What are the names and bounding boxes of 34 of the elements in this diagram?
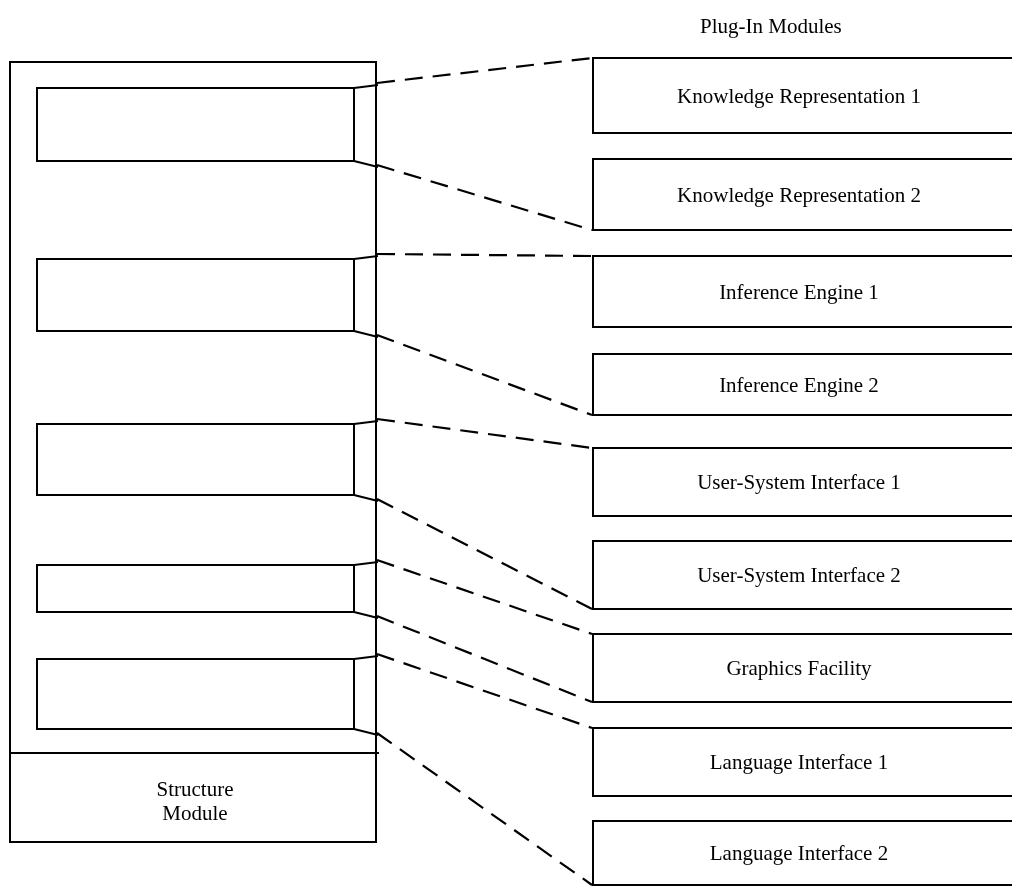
module-name: Language Interface 1 [709, 750, 889, 774]
module-box [592, 447, 1012, 517]
module-box [592, 158, 1012, 231]
module-name: User-System Interface 1 [697, 470, 901, 494]
module-name: Inference Engine 1 [719, 279, 879, 304]
module-name: Language Interface 2 [709, 841, 889, 865]
module-slot [36, 255, 379, 338]
module-box [592, 540, 1012, 610]
module-name: Knowledge Representation 2 [677, 182, 921, 207]
module-box [592, 255, 1012, 328]
module-slot [36, 84, 379, 168]
module-name: Inference Engine 2 [719, 372, 879, 397]
cabinet-outline [9, 61, 377, 843]
module-name: User-System Interface 2 [697, 563, 901, 587]
module-name: Structure Module [155, 776, 235, 825]
module-name: Knowledge Representation 1 [677, 83, 921, 108]
module-slot [36, 420, 379, 502]
module-name: Graphics Facility [726, 656, 872, 680]
module-box [592, 820, 1012, 886]
module-box [592, 633, 1012, 703]
module-box [592, 727, 1012, 797]
dashed-line [376, 56, 593, 85]
dashed-line [376, 614, 593, 704]
column-heading: Plug-In Modules [700, 14, 842, 38]
dashed-line [376, 732, 593, 886]
dashed-line [376, 498, 593, 610]
dashed-line [376, 652, 593, 730]
module-box [592, 353, 1012, 416]
dashed-line [377, 252, 592, 258]
dashed-line [376, 558, 593, 636]
module-slot [36, 655, 379, 736]
module-slot [36, 561, 379, 619]
module-box [592, 57, 1012, 134]
dashed-line [376, 333, 593, 417]
